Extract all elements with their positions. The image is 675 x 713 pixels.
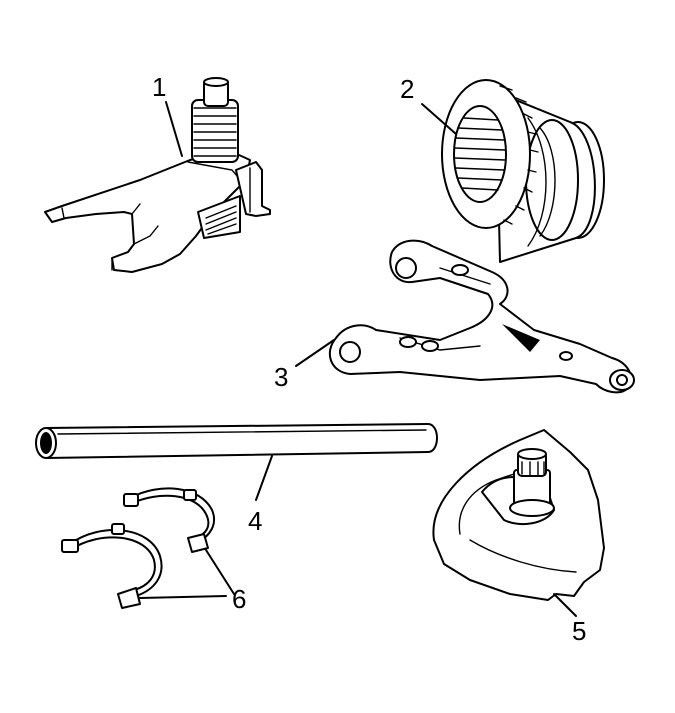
part-3-shift-yoke: 3 (274, 239, 635, 394)
part-6-fork-clips: 6 (61, 487, 246, 614)
callout-1-label: 1 (152, 72, 166, 102)
callout-6-label: 6 (232, 584, 246, 614)
callout-2-label: 2 (400, 74, 414, 104)
part-4-shift-rail: 4 (35, 423, 438, 536)
callout-5-label: 5 (572, 616, 586, 646)
part-5-shift-plate: 5 (432, 429, 605, 646)
callout-4-label: 4 (248, 506, 262, 536)
part-1-shift-fork-assembly: 1 (44, 72, 271, 273)
part-2-synchronizer-assembly: 2 (400, 74, 605, 263)
callout-3-label: 3 (274, 362, 288, 392)
